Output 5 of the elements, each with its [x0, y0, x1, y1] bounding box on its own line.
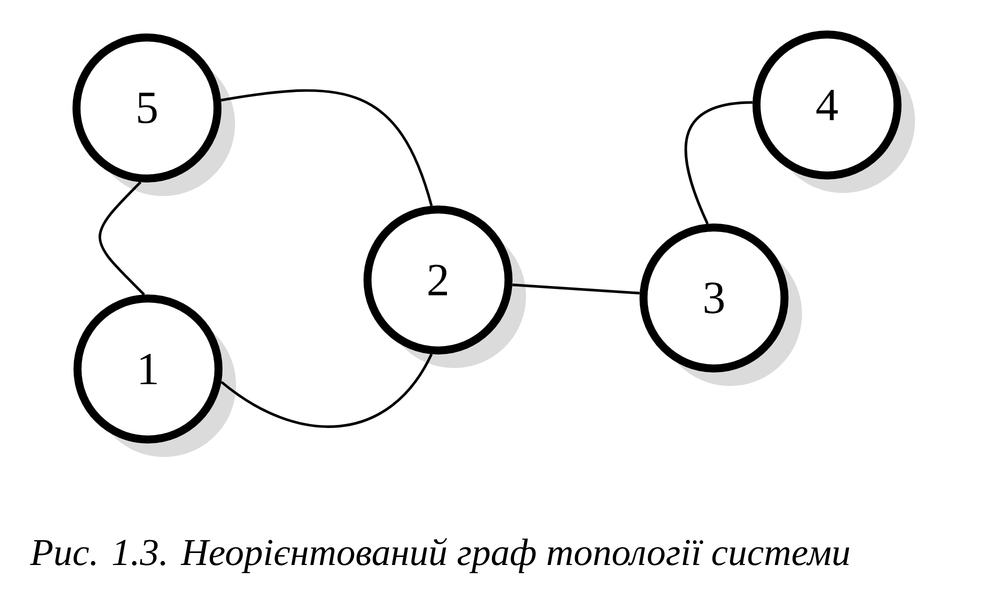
edge-line [512, 284, 640, 294]
edge-line [220, 354, 433, 428]
edge-line [98, 181, 146, 296]
edge-line [684, 101, 753, 224]
caption: Рис. 1.3. Неорієнтований граф топології системи [30, 538, 850, 574]
